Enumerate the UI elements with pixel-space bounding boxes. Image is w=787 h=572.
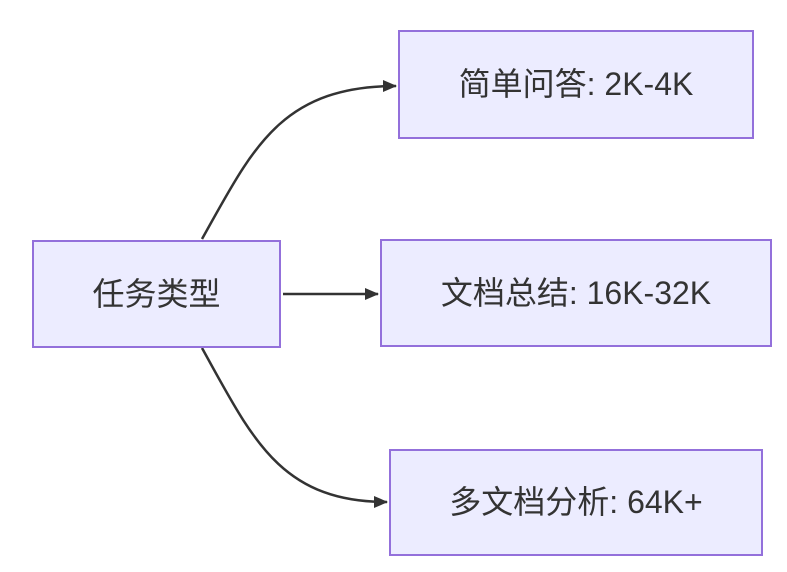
node-task-type-label: 任务类型: [92, 275, 221, 312]
node-multi-doc-analysis: 多文档分析: 64K+: [389, 449, 763, 556]
edge-root-to-bottom: [200, 347, 388, 508]
node-multi-doc-analysis-label: 多文档分析: 64K+: [449, 484, 703, 521]
edge-root-to-top: [200, 80, 397, 240]
node-simple-qa: 简单问答: 2K-4K: [398, 30, 754, 139]
node-doc-summary: 文档总结: 16K-32K: [380, 239, 772, 347]
node-simple-qa-label: 简单问答: 2K-4K: [458, 66, 694, 103]
node-doc-summary-label: 文档总结: 16K-32K: [440, 274, 712, 311]
node-task-type: 任务类型: [32, 240, 281, 348]
